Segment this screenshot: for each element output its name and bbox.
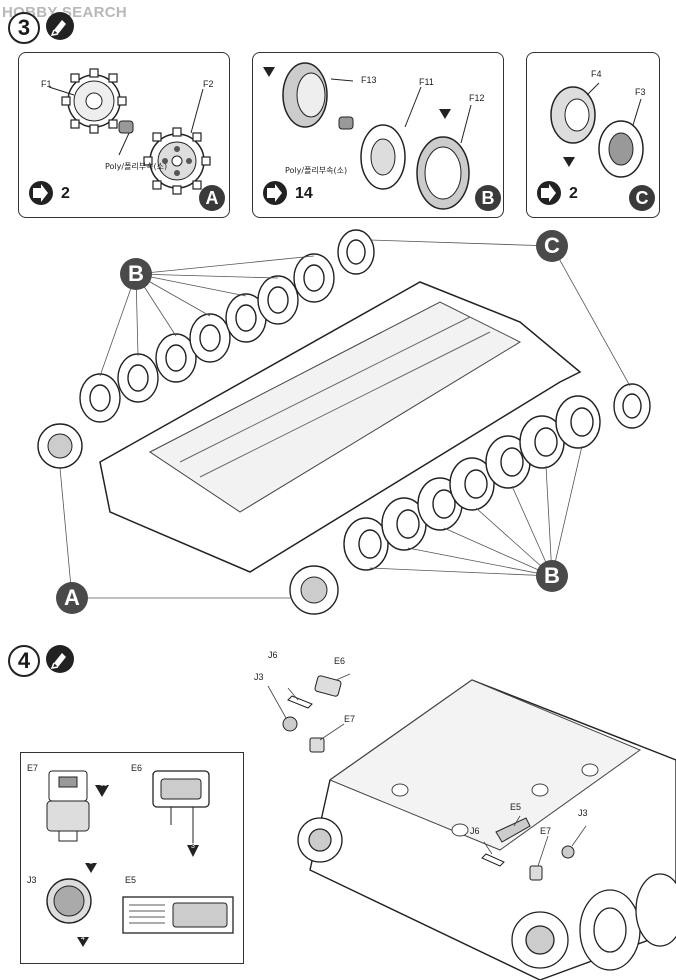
subassembly-panel-a: F1 F2 Poly/폴리부속(소) 2 A — [18, 52, 230, 218]
callout-c: C — [536, 230, 568, 262]
panel-letter-b: B — [475, 185, 501, 211]
marker-j3-bottom: 4 — [81, 935, 85, 942]
hull-wheel-assembly-illustration — [37, 229, 651, 615]
step-4-cement-icon — [46, 645, 74, 673]
main-label-e7-right: E7 — [540, 826, 552, 836]
panel-letter-c: C — [629, 185, 655, 211]
main-label-j3-right: J3 — [578, 808, 588, 818]
main-label-e6-left: E6 — [334, 656, 346, 666]
main-label-e5-right: E5 — [510, 802, 522, 812]
panel-c-illustration — [537, 82, 644, 205]
part-label-f4: F4 — [591, 69, 602, 79]
subassembly-panel-c: F4 F3 2 C — [526, 52, 660, 218]
callout-a: A — [56, 582, 88, 614]
main-label-e7-left: E7 — [344, 714, 356, 724]
part-label-f12: F12 — [469, 93, 485, 103]
callout-b-upper: B — [120, 258, 152, 290]
part-label-f11: F11 — [419, 77, 434, 87]
hull-front-detail-illustration — [267, 673, 676, 980]
quantity-a: 2 — [61, 185, 70, 202]
inset-label-e6: E6 — [131, 763, 143, 773]
step-4-parts-inset: E7 E6 J3 E5 11 3 3 4 — [20, 752, 244, 964]
panel-a-illustration — [29, 68, 211, 205]
step-4-number: 4 — [8, 645, 40, 677]
inset-label-e7: E7 — [27, 763, 39, 773]
inset-illustration — [46, 770, 234, 947]
main-label-j6-right: J6 — [470, 826, 480, 836]
poly-cap-label: Poly/폴리부속(소) — [105, 162, 168, 171]
marker-e7: 11 — [100, 781, 108, 788]
inset-label-j3: J3 — [27, 875, 37, 885]
part-label-f1: F1 — [41, 79, 52, 89]
quantity-c: 2 — [569, 185, 578, 202]
quantity-b: 14 — [295, 185, 313, 202]
marker-j3-top: 3 — [89, 859, 93, 866]
step-3-cement-icon — [46, 12, 74, 40]
main-label-j3-left: J3 — [254, 672, 264, 682]
marker-e6: 3 — [191, 843, 195, 850]
main-label-j6-left: J6 — [268, 650, 278, 660]
panel-letter-a: A — [199, 185, 225, 211]
step-3-number: 3 — [8, 12, 40, 44]
part-label-f2: F2 — [203, 79, 214, 89]
panel-b-illustration — [263, 62, 472, 210]
callout-b-lower: B — [536, 560, 568, 592]
subassembly-panel-b: F13 F11 F12 Poly/폴리부속(소) 14 B — [252, 52, 504, 218]
part-label-f3: F3 — [635, 87, 646, 97]
poly-cap-label: Poly/폴리부속(소) — [285, 166, 348, 175]
inset-label-e5: E5 — [125, 875, 137, 885]
part-label-f13: F13 — [361, 75, 377, 85]
